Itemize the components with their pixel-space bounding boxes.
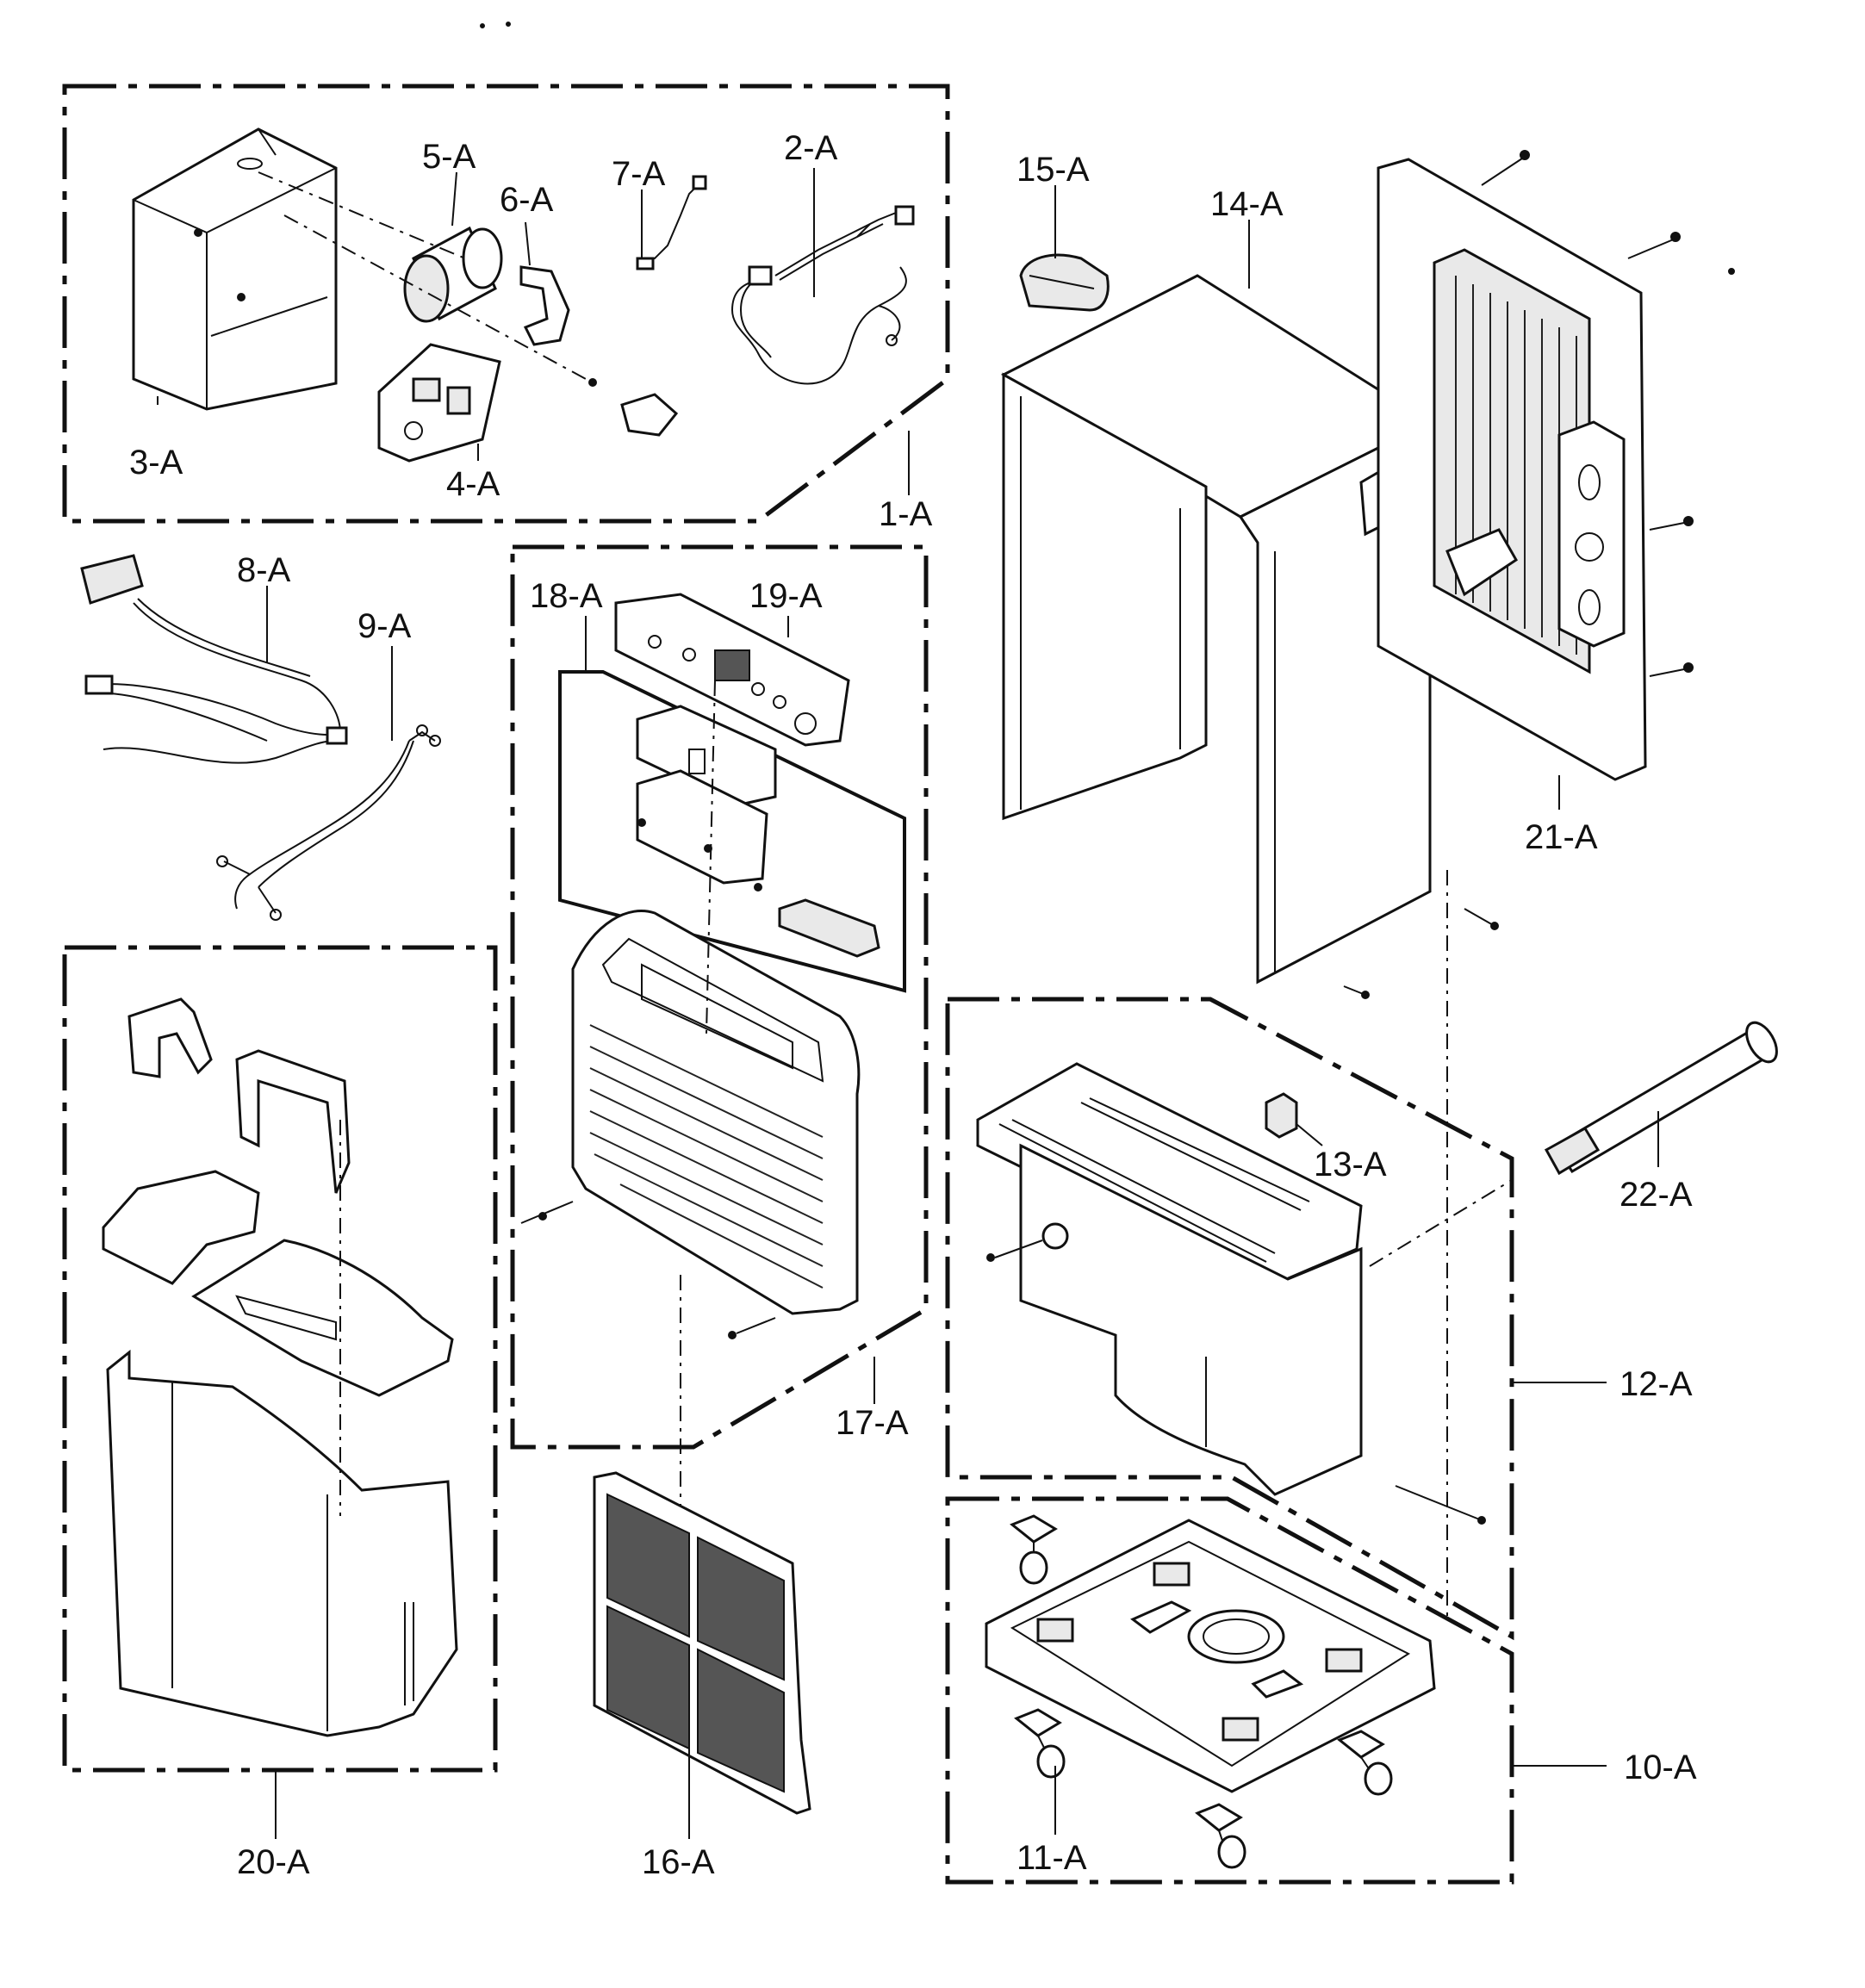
part-11a-caster-3	[1195, 1803, 1246, 1869]
part-12a-top-frame	[976, 1062, 1363, 1289]
part-18a-ribbon-cable	[778, 898, 880, 958]
group-17a-front	[520, 593, 880, 1680]
label-5a: 5-A	[422, 138, 476, 176]
part-8a-connector-plug	[80, 554, 144, 605]
part-6a-clamp	[519, 265, 570, 346]
part-18a-bracket	[636, 769, 768, 885]
label-2a: 2-A	[784, 129, 838, 167]
frame-12a	[945, 997, 1514, 1641]
frame-10a	[945, 1496, 1514, 1885]
part-14a-left-side	[1002, 372, 1208, 821]
part-11a-caster-4	[1337, 1730, 1393, 1796]
group-leaders	[157, 168, 1659, 1839]
label-20a: 20-A	[237, 1843, 310, 1881]
label-9a: 9-A	[357, 607, 412, 645]
part-20a-elbow	[127, 997, 213, 1078]
label-21a: 21-A	[1525, 818, 1598, 856]
part-12a-body	[1019, 1143, 1363, 1496]
part-5a-capacitor	[403, 226, 503, 323]
label-6a: 6-A	[500, 181, 554, 219]
part-13a-switch	[1265, 1092, 1298, 1139]
label-10a: 10-A	[1624, 1749, 1697, 1786]
label-1a: 1-A	[879, 495, 933, 533]
part-20a-bucket-lid	[191, 1239, 454, 1397]
group-14a-cabinet	[1000, 253, 1499, 999]
part-4a-board	[377, 343, 501, 463]
part-7a-wire	[641, 184, 699, 264]
label-16a: 16-A	[642, 1843, 715, 1881]
part-16a-mesh-2	[697, 1536, 785, 1681]
group-12a-evaporator	[976, 1062, 1513, 1525]
part-2a-power-cord	[620, 205, 915, 437]
frame-17a	[510, 544, 929, 1450]
label-11a: 11-A	[1016, 1839, 1087, 1877]
part-20a-float-tray	[102, 1170, 260, 1285]
label-7a: 7-A	[612, 155, 666, 193]
label-14a: 14-A	[1210, 185, 1284, 223]
part-16a-mesh-1	[606, 1493, 690, 1638]
frame-1a	[62, 84, 950, 524]
part-3a-housing	[132, 127, 338, 411]
part-19a-display	[714, 649, 750, 681]
speck-3	[1728, 268, 1735, 275]
label-12a: 12-A	[1619, 1365, 1693, 1403]
part-20a-bucket	[106, 1349, 458, 1737]
group-harnesses	[80, 554, 441, 921]
group-frames	[62, 84, 1514, 1885]
speck-2	[506, 22, 511, 27]
part-11a-caster-1	[1010, 1514, 1058, 1585]
group-10a-base	[985, 1514, 1436, 1869]
group-16a-filter	[593, 1471, 811, 1815]
label-4a: 4-A	[446, 465, 500, 503]
label-3a: 3-A	[129, 444, 183, 481]
part-16a-mesh-4	[697, 1648, 785, 1793]
label-22a: 22-A	[1619, 1176, 1693, 1214]
part-17a-front-grille	[571, 910, 861, 1315]
label-19a: 19-A	[749, 577, 823, 615]
speck-1	[480, 23, 485, 28]
label-17a: 17-A	[836, 1404, 909, 1442]
group-20a-bucket	[102, 997, 458, 1737]
part-11a-caster-2	[1014, 1708, 1066, 1779]
frame-18a-subassembly	[558, 670, 906, 993]
part-18a-pcb	[636, 705, 777, 807]
group-22a-hose	[1544, 1021, 1778, 1176]
group-21a-rear-panel	[1377, 150, 1694, 1619]
label-8a: 8-A	[237, 551, 291, 589]
part-17a-louvers	[589, 1024, 824, 1289]
part-9a-harness	[234, 740, 410, 910]
group-labels: 5-A 6-A 7-A 2-A 3-A 4-A 1-A 8-A 9-A 18-A…	[129, 129, 1697, 1881]
frame-20a	[62, 945, 498, 1773]
part-20a-handle	[235, 1049, 351, 1194]
label-13a: 13-A	[1314, 1146, 1387, 1183]
label-15a: 15-A	[1016, 151, 1090, 189]
label-18a: 18-A	[530, 577, 603, 615]
group-1a-parts	[132, 127, 915, 463]
